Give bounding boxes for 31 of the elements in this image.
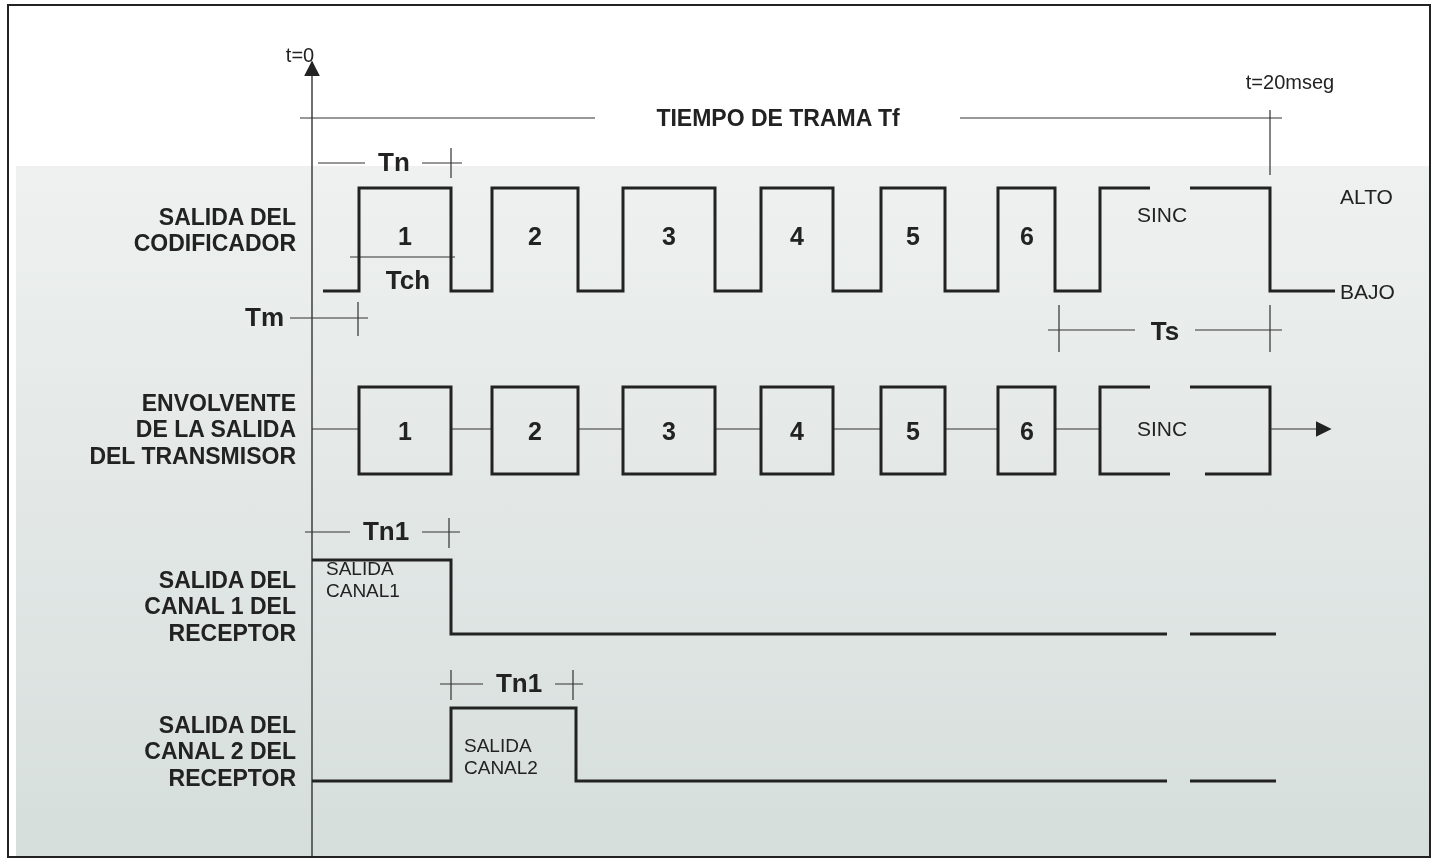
channel-number: 1 <box>398 221 412 251</box>
sync-label: SINC <box>1136 202 1188 228</box>
level-label: ALTO <box>1340 184 1393 210</box>
dimension-label: TIEMPO DE TRAMA Tf <box>656 104 900 132</box>
channel-number: 3 <box>662 221 676 251</box>
dimension-label: Tn <box>378 148 410 178</box>
channel-number: 6 <box>1020 416 1034 446</box>
channel-output-label: SALIDA CANAL2 <box>464 735 538 779</box>
signal-name: SALIDA DEL CODIFICADOR <box>133 203 296 257</box>
channel-number: 2 <box>528 221 542 251</box>
signal-name: SALIDA DEL CANAL 2 DEL RECEPTOR <box>144 712 296 792</box>
dimension-label: Tm <box>245 303 284 333</box>
time-marker: t=0 <box>285 43 315 67</box>
signal-name: ENVOLVENTE DE LA SALIDA DEL TRANSMISOR <box>89 390 296 470</box>
time-marker: t=20mseg <box>1245 70 1335 94</box>
channel-number: 1 <box>398 416 412 446</box>
dimension-label: Tch <box>385 266 431 296</box>
channel-number: 5 <box>906 416 920 446</box>
dimension-label: Ts <box>1150 317 1180 347</box>
dimension-label: Tn1 <box>495 669 543 699</box>
level-label: BAJO <box>1340 279 1395 305</box>
signal-name: SALIDA DEL CANAL 1 DEL RECEPTOR <box>144 567 296 647</box>
channel-number: 3 <box>662 416 676 446</box>
channel-output-label: SALIDA CANAL1 <box>326 558 400 602</box>
channel-number: 4 <box>790 221 804 251</box>
channel-number: 2 <box>528 416 542 446</box>
channel-number: 4 <box>790 416 804 446</box>
channel-number: 6 <box>1020 221 1034 251</box>
sync-label: SINC <box>1136 416 1188 442</box>
channel-number: 5 <box>906 221 920 251</box>
dimension-label: Tn1 <box>362 517 410 547</box>
